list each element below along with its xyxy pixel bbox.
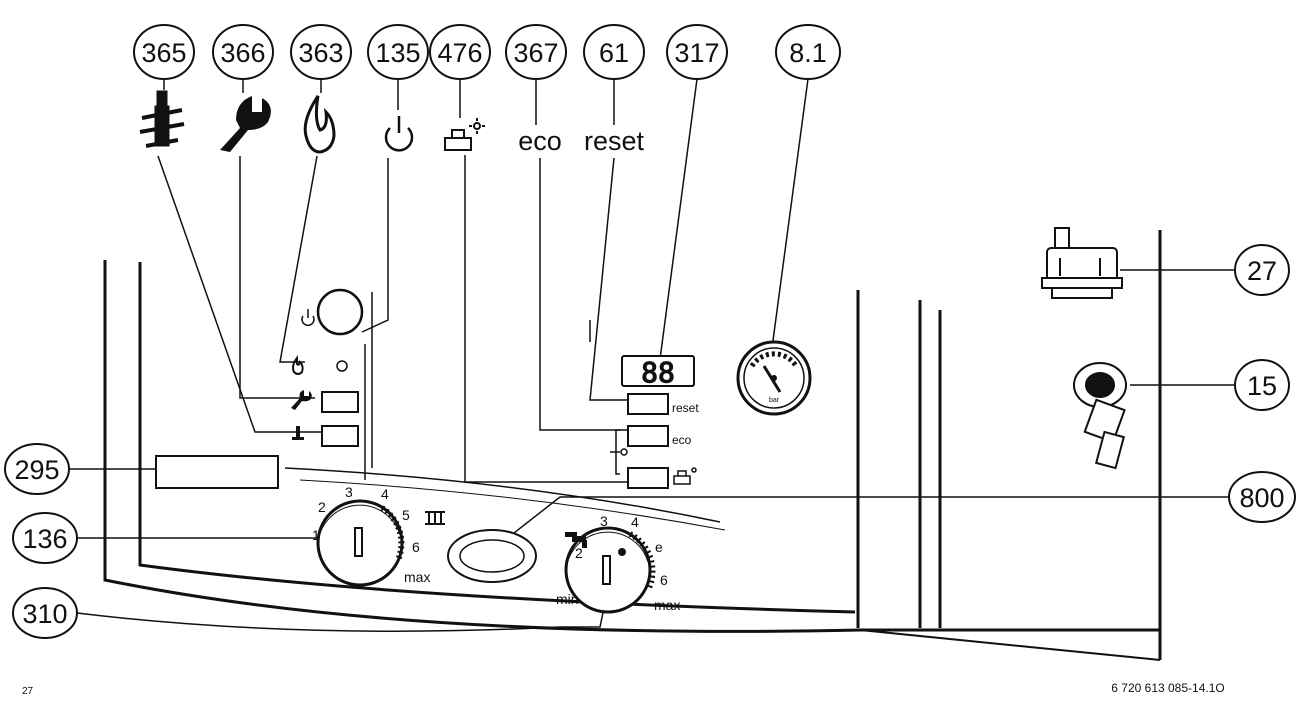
callout-317: 317 <box>666 24 728 80</box>
switch-power-icon <box>301 309 315 326</box>
svg-text:3: 3 <box>345 484 353 500</box>
svg-text:2: 2 <box>318 499 326 515</box>
callout-800: 800 <box>1228 471 1296 523</box>
chimney-sweep-button[interactable] <box>321 425 359 447</box>
svg-text:4: 4 <box>381 486 389 502</box>
flame-icon <box>303 95 336 154</box>
boiler-casing <box>103 230 1162 661</box>
service-button[interactable] <box>321 391 359 413</box>
chimney-sweep-icon <box>139 90 185 148</box>
callout-61: 61 <box>583 24 645 80</box>
callout-136: 136 <box>12 512 78 564</box>
temperature-display: 88 <box>621 355 695 390</box>
panel-divider <box>284 467 726 531</box>
svg-text:bar: bar <box>769 397 780 404</box>
reset-button[interactable] <box>627 393 669 415</box>
callout-363: 363 <box>290 24 352 80</box>
type-label-plate <box>155 455 279 489</box>
service-function-button[interactable] <box>627 467 669 489</box>
wrench-icon <box>220 96 271 152</box>
svg-text:135: 135 <box>375 38 420 68</box>
service-function-icon <box>673 467 697 485</box>
eco-label: eco <box>518 126 562 156</box>
hot-water-temperature-knob[interactable] <box>564 526 656 614</box>
status-indicator-window <box>447 529 537 583</box>
reset-button-label: reset <box>672 401 699 415</box>
burner-flame-icon <box>292 354 304 375</box>
svg-text:4: 4 <box>631 514 639 530</box>
callout-365: 365 <box>133 24 195 80</box>
svg-text:15: 15 <box>1247 371 1277 401</box>
pressure-relief-valve <box>1041 227 1123 299</box>
svg-text:3: 3 <box>600 513 608 529</box>
svg-text:476: 476 <box>437 38 482 68</box>
service-wrench-icon <box>291 390 312 410</box>
svg-text:363: 363 <box>298 38 343 68</box>
figure-code: 6 720 613 085-14.1O <box>1111 681 1224 695</box>
callout-15: 15 <box>1234 359 1290 411</box>
hot-water-scale: min 2 3 4 e 6 max <box>556 513 680 613</box>
callout-295: 295 <box>4 443 70 495</box>
svg-text:6: 6 <box>660 572 668 588</box>
main-switch[interactable] <box>316 288 364 336</box>
svg-text:317: 317 <box>674 38 719 68</box>
svg-text:367: 367 <box>513 38 558 68</box>
svg-text:min: min <box>556 591 579 607</box>
svg-text:e: e <box>655 539 663 555</box>
radiator-icon <box>425 511 445 525</box>
svg-text:1: 1 <box>312 527 320 543</box>
svg-text:61: 61 <box>599 38 629 68</box>
water-connection <box>1073 362 1127 470</box>
svg-text:8.1: 8.1 <box>789 38 827 68</box>
svg-text:366: 366 <box>220 38 265 68</box>
svg-text:2: 2 <box>575 545 583 561</box>
svg-text:310: 310 <box>22 599 67 629</box>
callout-476: 476 <box>429 24 491 80</box>
svg-text:88: 88 <box>641 356 675 389</box>
power-icon <box>384 116 414 152</box>
pressure-gauge: bar <box>736 340 812 416</box>
svg-text:max: max <box>404 569 430 585</box>
callout-310: 310 <box>12 587 78 639</box>
svg-text:max: max <box>654 597 680 613</box>
svg-text:136: 136 <box>22 524 67 554</box>
eco-button-label: eco <box>672 433 692 447</box>
svg-text:27: 27 <box>1247 256 1277 286</box>
heating-temperature-knob[interactable] <box>316 499 405 587</box>
callout-366: 366 <box>212 24 274 80</box>
eco-button[interactable] <box>627 425 669 447</box>
tap-icon <box>565 532 587 548</box>
corner-mark: 27 <box>22 686 34 697</box>
svg-text:5: 5 <box>402 507 410 523</box>
callout-8-1: 8.1 <box>775 24 841 80</box>
chimney-sweep-small-icon <box>292 426 304 440</box>
bracket-key-icon <box>610 429 628 475</box>
reset-label: reset <box>584 126 645 156</box>
panel-edges <box>364 292 591 480</box>
svg-text:6: 6 <box>412 539 420 555</box>
callout-27: 27 <box>1234 244 1290 296</box>
callout-367: 367 <box>505 24 567 80</box>
callout-135: 135 <box>367 24 429 80</box>
service-mode-icon <box>444 118 485 151</box>
svg-text:295: 295 <box>14 455 59 485</box>
burner-indicator-lamp <box>336 360 348 372</box>
svg-text:365: 365 <box>141 38 186 68</box>
svg-text:800: 800 <box>1239 483 1284 513</box>
heating-scale: 1 2 3 4 5 6 max <box>312 484 430 585</box>
